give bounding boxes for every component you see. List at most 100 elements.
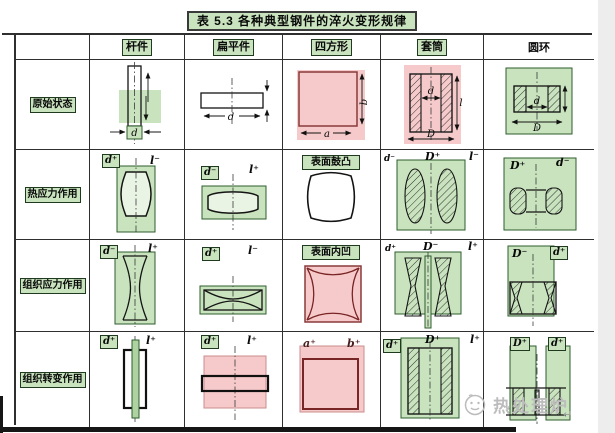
dim-label: D⁻ [512,247,528,260]
svg-text:d: d [228,112,234,123]
column-header-label: 扁平件 [213,38,254,56]
cell-original-rod: d [90,60,185,150]
left-page-edge [0,396,3,433]
dim-tag: d⁺ [548,337,567,351]
dim-label: l⁻ [150,154,160,167]
dim-label: l⁺ [249,163,259,176]
dim-label: l⁻ [248,244,258,257]
furnace-logo-icon [464,394,486,416]
table-top-line-extension [2,33,15,35]
surface-note: 表面鼓凸 [302,155,360,170]
ring-thermal-diagram [503,157,577,231]
cell-structural-ring: D⁻ d⁺ [484,240,594,332]
surface-note: 表面内凹 [302,245,360,260]
cell-structural-flat: d⁺ l⁻ [185,240,283,332]
column-header-label: 四方形 [311,38,352,56]
dim-tag: d⁺ [550,246,569,260]
row-header-label: 热应力作用 [24,186,81,203]
column-header-label: 套筒 [417,38,447,56]
flat-transform-diagram [200,346,270,420]
sleeve-original-diagram: d D l [404,65,463,144]
svg-text:b: b [359,99,370,105]
dim-label: l⁺ [247,334,257,347]
sleeve-thermal-diagram [396,159,466,234]
dim-label: l⁺ [468,240,478,253]
cell-original-square: b a [283,60,381,150]
sleeve-transform-diagram [400,337,460,420]
column-header-flat: 扁平件 [185,35,283,60]
dim-label: l⁻ [469,150,479,163]
flat-original-diagram: d [200,78,270,124]
column-header-label: 杆件 [122,38,152,56]
rod-original-diagram: d [110,62,161,144]
column-header-square: 四方形 [283,35,381,60]
row-header-structural-stress: 组织应力作用 [16,240,90,332]
cell-thermal-square: 表面鼓凸 [283,150,381,240]
dim-label: D⁻ [423,240,439,253]
row-header-label: 组织转变作用 [19,371,86,388]
cell-structural-square: 表面内凹 [283,240,381,332]
row-header-transformation: 组织转变作用 [16,332,90,427]
column-header-label: 圆环 [528,42,550,54]
row-header-thermal-stress: 热应力作用 [16,150,90,240]
dim-tag: d⁺ [100,335,119,349]
row-header-label: 组织应力作用 [19,277,86,294]
dim-tag: d⁺ [202,247,221,261]
svg-text:D: D [532,123,541,134]
dim-label: l⁺ [146,334,156,347]
column-header-rod: 杆件 [90,35,185,60]
rod-structural-diagram [114,245,156,327]
cell-original-sleeve: d D l [381,60,484,150]
cell-transform-sleeve: d⁺ D⁺ l⁺ [381,332,484,427]
svg-text:l: l [459,98,462,109]
row-header-label: 原始状态 [29,96,76,113]
dim-label: d⁻ [384,154,396,164]
cell-original-flat: d [185,60,283,150]
paragraph-return-mark: ↵ [563,409,573,421]
cell-transform-ring: D⁺ d⁺ [484,332,594,427]
dim-tag: D⁺ [510,337,530,351]
svg-text:D: D [426,129,435,140]
flat-structural-diagram [199,276,267,322]
page-edge-strip [598,0,615,433]
svg-text:a: a [324,129,330,140]
corner-cell [16,35,90,60]
sleeve-structural-diagram [394,251,462,329]
ring-structural-diagram [507,245,557,326]
ring-original-diagram: d D [505,67,573,135]
flat-thermal-diagram [201,174,267,230]
dim-tag: d⁺ [201,335,220,349]
svg-text:d: d [131,128,137,139]
dim-tag: d⁻ [201,166,220,180]
svg-text:d: d [534,96,540,107]
bottom-page-edge [0,427,516,432]
cell-thermal-ring: D⁺ d⁻ [484,150,594,240]
rod-thermal-diagram [116,158,156,234]
cell-transform-rod: d⁺ l⁺ [90,332,185,427]
deformation-table: 杆件 扁平件 四方形 套筒 圆环 原始状态 d [14,33,594,427]
watermark: 热处理炉 [462,391,569,417]
row-header-original-state: 原始状态 [16,60,90,150]
rod-transform-diagram [122,336,148,422]
svg-text:d: d [428,86,434,97]
column-header-sleeve: 套筒 [381,35,484,60]
column-header-ring: 圆环 [484,35,594,60]
cell-original-ring: d D [484,60,594,150]
cell-thermal-rod: d⁺ l⁻ [90,150,185,240]
square-thermal-diagram [306,171,356,223]
dim-tag: d⁻ [100,245,119,259]
dim-label: d⁻ [556,156,570,169]
dim-tag: d⁺ [383,339,402,353]
cell-transform-flat: d⁺ l⁺ [185,332,283,427]
dim-label: D⁺ [510,159,526,172]
square-structural-diagram [304,265,362,323]
cell-thermal-sleeve: d⁻ D⁺ l⁻ [381,150,484,240]
dim-label: D⁺ [425,150,441,163]
cell-thermal-flat: d⁻ l⁺ [185,150,283,240]
cell-transform-square: a⁺ b⁺ [283,332,381,427]
dim-label: a⁺ [303,337,316,350]
square-transform-diagram [299,345,365,413]
dim-label: D⁺ [425,333,441,346]
cell-structural-rod: d⁻ l⁺ [90,240,185,332]
